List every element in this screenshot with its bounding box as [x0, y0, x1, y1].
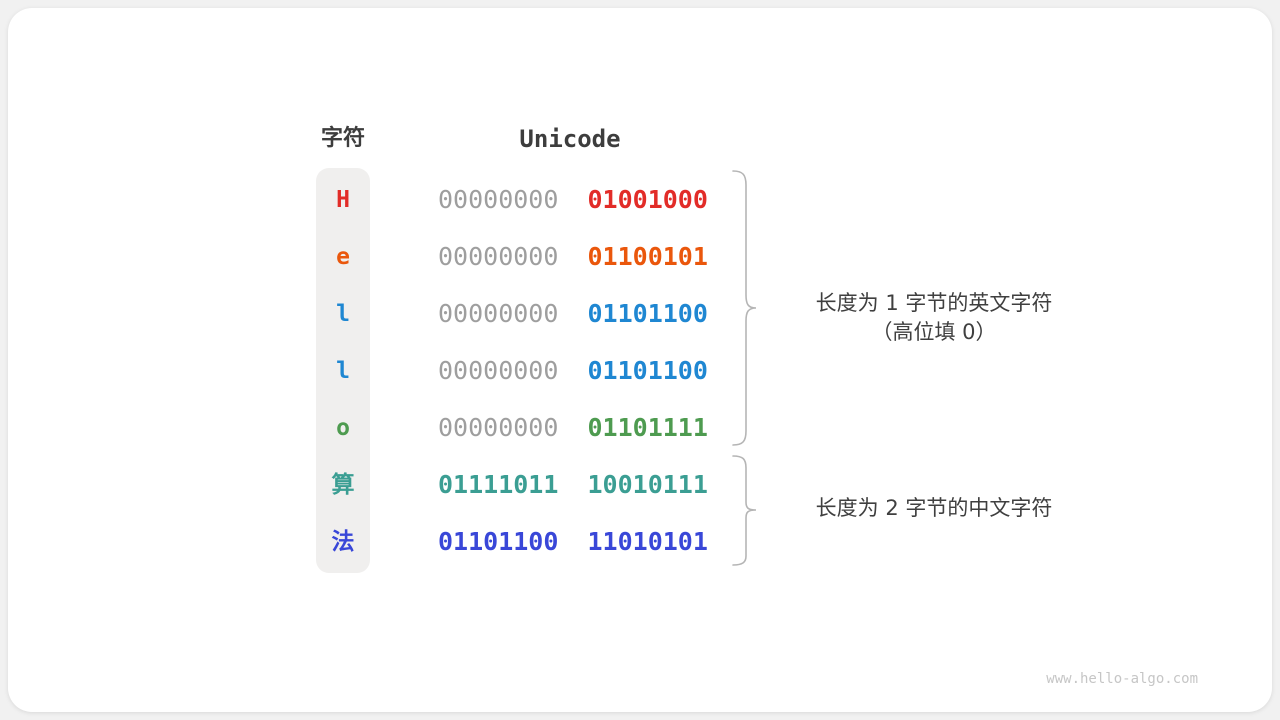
unicode-column-header: Unicode	[519, 125, 621, 153]
high-byte: 00000000	[438, 413, 559, 442]
unicode-binary: 00000000 01001000	[438, 185, 708, 215]
unicode-binary: 00000000 01101111	[438, 413, 708, 443]
high-byte: 00000000	[438, 299, 559, 328]
character-cell: 法	[331, 529, 355, 555]
table-row: l 00000000 01101100	[8, 299, 1280, 329]
card: 字符 Unicode H 00000000 01001000 e 0000000…	[8, 8, 1272, 712]
character-cell: H	[336, 187, 350, 213]
brace-english-group-icon	[732, 170, 757, 446]
unicode-binary: 00000000 01101100	[438, 299, 708, 329]
high-byte: 00000000	[438, 356, 559, 385]
char-column-background	[316, 168, 370, 573]
annotation-line: （高位填 0）	[871, 320, 997, 344]
high-byte: 00000000	[438, 185, 559, 214]
low-byte: 01001000	[587, 185, 708, 214]
character-cell: 算	[331, 472, 355, 498]
unicode-binary: 00000000 01100101	[438, 242, 708, 272]
grouping-braces	[732, 170, 757, 566]
table-row: H 00000000 01001000	[8, 185, 1280, 215]
unicode-binary: 01101100 11010101	[438, 527, 708, 557]
low-byte: 11010101	[587, 527, 708, 556]
character-cell: l	[336, 301, 350, 327]
table-row: l 00000000 01101100	[8, 356, 1280, 386]
table-row: e 00000000 01100101	[8, 242, 1280, 272]
annotation-line: 长度为 2 字节的中文字符	[815, 496, 1053, 520]
low-byte: 10010111	[587, 470, 708, 499]
watermark: www.hello-algo.com	[1046, 671, 1198, 687]
char-column-header: 字符	[320, 126, 365, 151]
unicode-binary: 00000000 01101100	[438, 356, 708, 386]
brace-chinese-group-icon	[732, 455, 757, 566]
high-byte: 01101100	[438, 527, 559, 556]
low-byte: 01101100	[587, 356, 708, 385]
high-byte: 01111011	[438, 470, 559, 499]
low-byte: 01100101	[587, 242, 708, 271]
table-row: 法 01101100 11010101	[8, 527, 1280, 557]
character-cell: l	[336, 358, 350, 384]
low-byte: 01101111	[587, 413, 708, 442]
annotation-english-chars: 长度为 1 字节的英文字符 （高位填 0）	[784, 289, 1084, 347]
high-byte: 00000000	[438, 242, 559, 271]
table-row: 算 01111011 10010111	[8, 470, 1280, 500]
annotation-line: 长度为 1 字节的英文字符	[815, 291, 1053, 315]
unicode-binary: 01111011 10010111	[438, 470, 708, 500]
annotation-chinese-chars: 长度为 2 字节的中文字符	[784, 494, 1084, 523]
low-byte: 01101100	[587, 299, 708, 328]
table-row: o 00000000 01101111	[8, 413, 1280, 443]
character-cell: o	[336, 415, 350, 441]
character-cell: e	[336, 244, 350, 270]
